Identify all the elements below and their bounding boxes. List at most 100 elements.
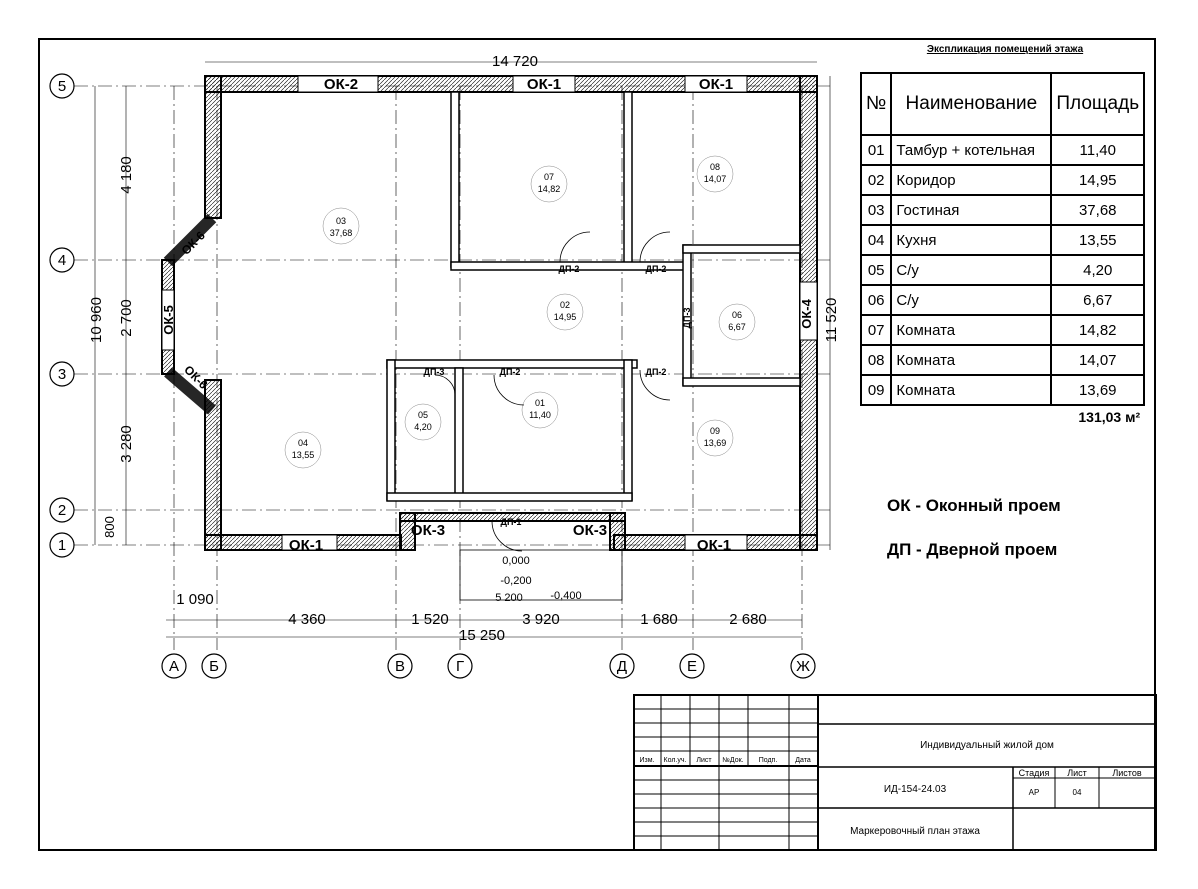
svg-text:37,68: 37,68	[330, 228, 353, 238]
room-label-04: 04 13,55	[284, 431, 322, 469]
tb-sheets-label: Листов	[1112, 768, 1141, 778]
dim-left-4: 800	[102, 516, 117, 538]
svg-text:13,55: 13,55	[292, 450, 315, 460]
window-mark: ОК-4	[799, 298, 814, 328]
room-name: Комната	[890, 374, 1053, 406]
room-area: 37,68	[1050, 194, 1146, 226]
dim-overall-bottom: 15 250	[459, 627, 505, 644]
room-num: 08	[859, 344, 893, 376]
room-area: 13,55	[1050, 224, 1146, 256]
col-header-name: Наименование	[890, 72, 1053, 136]
svg-text:Ж: Ж	[796, 658, 810, 675]
svg-text:Г: Г	[456, 658, 464, 675]
room-num: 01	[859, 134, 893, 166]
room-label-06: 06 6,67	[718, 303, 756, 341]
legend-doors: ДП - Дверной проем	[887, 540, 1058, 559]
dim-bottom-4: 1 680	[640, 611, 678, 628]
door-mark: ДП-2	[646, 367, 667, 377]
svg-text:Е: Е	[687, 658, 697, 675]
axis-e: Е	[679, 653, 705, 679]
dim-overall-left: 10 960	[88, 297, 105, 343]
door-mark: ДП-2	[500, 367, 521, 377]
svg-text:В: В	[395, 658, 405, 675]
tb-col-kol: Кол.уч.	[664, 757, 687, 764]
room-name: Гостиная	[890, 194, 1053, 226]
level-mark: -0,200	[500, 575, 531, 587]
room-num: 03	[859, 194, 893, 226]
room-label-05: 05 4,20	[404, 403, 442, 441]
axis-d: Д	[609, 653, 635, 679]
dim-porch: 5 200	[495, 592, 523, 604]
svg-text:03: 03	[336, 216, 346, 226]
total-area: 131,03 м²	[1078, 409, 1141, 425]
svg-text:13,69: 13,69	[704, 438, 727, 448]
room-name: Кухня	[890, 224, 1053, 256]
room-label-09: 09 13,69	[696, 419, 734, 457]
window-mark: ОК-3	[573, 522, 607, 539]
tb-sheet-label: Лист	[1067, 768, 1087, 778]
tb-col-izm: Изм.	[640, 757, 655, 764]
axis-3: 3	[49, 361, 75, 387]
svg-text:6,67: 6,67	[728, 322, 746, 332]
tb-col-doc: №Док.	[722, 757, 743, 764]
door-mark: ДП-3	[424, 367, 445, 377]
svg-text:2: 2	[58, 502, 66, 519]
svg-text:1: 1	[58, 537, 66, 554]
door-mark: ДП-3	[682, 308, 692, 329]
svg-text:14,82: 14,82	[538, 184, 561, 194]
room-area: 14,07	[1050, 344, 1146, 376]
window-mark: ОК-3	[411, 522, 445, 539]
tb-stage: АР	[1029, 788, 1040, 797]
room-area: 13,69	[1050, 374, 1146, 406]
tb-sheet-name: Маркеровочный план этажа	[850, 826, 980, 837]
tb-col-data: Дата	[795, 757, 811, 764]
svg-text:06: 06	[732, 310, 742, 320]
dim-bottom-a: 1 090	[176, 591, 214, 608]
tb-sheet: 04	[1073, 788, 1082, 797]
dim-left-2: 2 700	[118, 299, 135, 337]
room-name: С/у	[890, 254, 1053, 286]
axis-g: Г	[447, 653, 473, 679]
svg-text:08: 08	[710, 162, 720, 172]
col-header-num: №	[859, 72, 893, 136]
room-area: 6,67	[1050, 284, 1146, 316]
svg-text:14,95: 14,95	[554, 312, 577, 322]
svg-text:5: 5	[58, 78, 66, 95]
axis-b: Б	[201, 653, 227, 679]
room-label-01: 01 11,40	[521, 391, 559, 429]
room-label-02: 02 14,95	[546, 293, 584, 331]
axis-a: А	[161, 653, 187, 679]
svg-text:А: А	[169, 658, 179, 675]
svg-text:01: 01	[535, 398, 545, 408]
svg-text:Б: Б	[209, 658, 219, 675]
room-label-08: 08 14,07	[696, 155, 734, 193]
dim-overall-top: 14 720	[492, 53, 538, 70]
window-mark: ОК-1	[699, 76, 733, 93]
svg-text:05: 05	[418, 410, 428, 420]
level-mark: -0,400	[550, 590, 581, 602]
dim-bottom-5: 2 680	[729, 611, 767, 628]
window-mark: ОК-1	[289, 537, 323, 554]
svg-text:3: 3	[58, 366, 66, 383]
room-num: 09	[859, 374, 893, 406]
tb-col-list: Лист	[696, 757, 712, 764]
room-name: С/у	[890, 284, 1053, 316]
axis-v: В	[387, 653, 413, 679]
room-num: 06	[859, 284, 893, 316]
svg-text:14,07: 14,07	[704, 174, 727, 184]
window-mark: ОК-1	[527, 76, 561, 93]
explication-title: Экспликация помещений этажа	[926, 44, 1084, 55]
svg-text:07: 07	[544, 172, 554, 182]
room-name: Коридор	[890, 164, 1053, 196]
svg-text:02: 02	[560, 300, 570, 310]
svg-text:11,40: 11,40	[529, 410, 551, 420]
room-area: 4,20	[1050, 254, 1146, 286]
